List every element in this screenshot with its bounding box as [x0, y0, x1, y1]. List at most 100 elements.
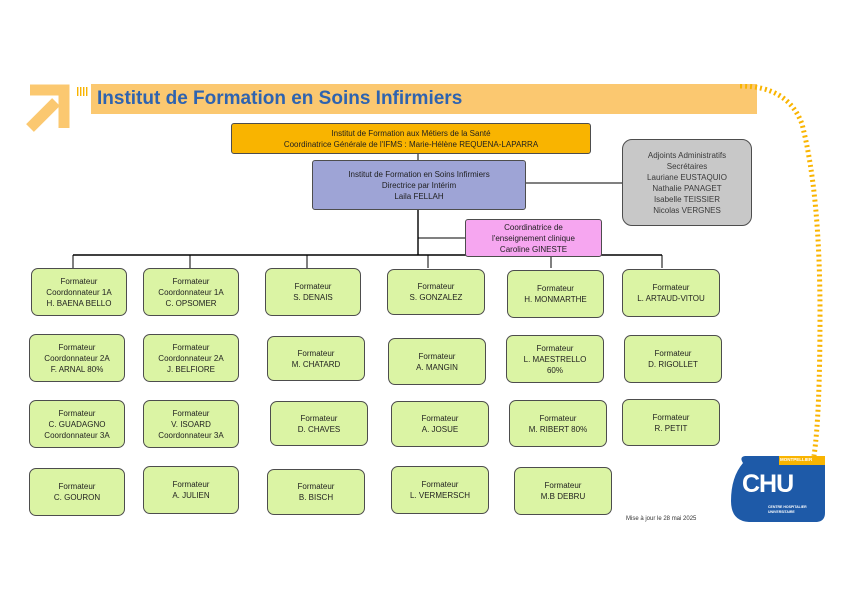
formateur-role: Formateur — [417, 282, 455, 291]
formateur-detail: Coordonnateur 2A — [158, 353, 224, 363]
formateur-card-3-2: Formateur M. CHATARD — [267, 336, 365, 381]
update-date-note: Mise à jour le 28 mai 2025 — [626, 516, 697, 522]
formateur-role: Formateur — [172, 342, 210, 352]
coordination-line-1: Coordinatrice de — [504, 222, 563, 232]
title-ticks-decoration — [77, 87, 88, 96]
formateur-detail: Coordonnateur 1A — [46, 287, 112, 297]
direction-box: Institut de Formation en Soins Infirmier… — [312, 160, 526, 210]
admin-line-1: Adjoints Administratifs — [647, 150, 727, 160]
formateur-detail: S. DENAIS — [293, 293, 333, 302]
formateur-detail: M. RIBERT 80% — [528, 424, 588, 434]
admin-line-3: Lauriane EUSTAQUIO — [647, 172, 727, 182]
chu-logo-subtitle-line-1: CENTRE HOSPITALIER — [768, 505, 807, 509]
formateur-detail: L. ARTAUD-VITOU — [637, 294, 705, 303]
coordination-line-2: l'enseignement clinique — [492, 233, 575, 243]
formateur-detail: F. ARNAL 80% — [50, 364, 104, 374]
formateur-detail: H. MONMARTHE — [524, 295, 587, 304]
formateur-detail: Coordonnateur 3A — [158, 430, 224, 440]
chu-logo-subtitle: CENTRE HOSPITALIER UNIVERSITAIRE — [768, 505, 807, 514]
formateur-card-3-1: Formateur S. DENAIS — [265, 268, 361, 316]
formateur-detail: Coordonnateur 3A — [44, 430, 110, 440]
formateur-role: Formateur — [652, 283, 690, 292]
formateur-role: Formateur — [172, 480, 210, 489]
formateur-card-1-2: Formateur Coordonnateur 2A F. ARNAL 80% — [29, 334, 125, 382]
page-title: Institut de Formation en Soins Infirmier… — [97, 88, 463, 109]
formateur-detail: A. MANGIN — [416, 362, 458, 372]
formateur-detail: 60% — [546, 365, 563, 375]
title-bar — [91, 84, 757, 114]
admin-line-4: Nathalie PANAGET — [652, 183, 722, 193]
admin-secretariat-box: Adjoints Administratifs Secrétaires Laur… — [622, 139, 752, 226]
formateur-role: Formateur — [537, 284, 574, 293]
direction-line-1: Institut de Formation en Soins Infirmier… — [348, 169, 490, 179]
formateur-detail: J. BELFIORE — [166, 364, 215, 374]
corner-arrow-icon — [26, 84, 70, 132]
admin-line-2: Secrétaires — [666, 161, 708, 171]
formateur-role: Formateur — [58, 482, 96, 491]
ifms-line-1: Institut de Formation aux Métiers de la … — [331, 128, 491, 138]
formateur-card-2-3: Formateur V. ISOARD Coordonnateur 3A — [143, 400, 239, 448]
formateur-card-1-3: Formateur C. GUADAGNO Coordonnateur 3A — [29, 400, 125, 448]
formateur-role: Formateur — [58, 408, 96, 418]
formateur-role: Formateur — [294, 282, 332, 291]
formateur-card-4-1: Formateur S. GONZALEZ — [387, 269, 485, 315]
formateur-card-4-2: Formateur A. MANGIN — [388, 338, 486, 385]
formateur-role: Formateur — [421, 414, 459, 423]
formateur-card-5-3: Formateur M. RIBERT 80% — [509, 400, 607, 447]
direction-line-2: Directrice par Intérim — [381, 180, 457, 190]
formateur-detail: D. RIGOLLET — [648, 360, 698, 369]
ifms-line-2: Coordinatrice Générale de l'IFMS : Marie… — [283, 139, 539, 149]
formateur-role: Formateur — [652, 412, 690, 422]
formateur-card-1-1: Formateur Coordonnateur 1A H. BAENA BELL… — [31, 268, 127, 316]
formateur-detail: A. JOSUE — [421, 425, 459, 434]
chu-logo-subtitle-line-2: UNIVERSITAIRE — [768, 509, 795, 514]
formateur-role: Formateur — [172, 276, 210, 286]
formateur-role: Formateur — [60, 276, 98, 286]
ifms-coordination-box: Institut de Formation aux Métiers de la … — [231, 123, 591, 154]
formateur-role: Formateur — [421, 480, 459, 489]
formateur-card-4-3: Formateur A. JOSUE — [391, 401, 489, 447]
formateur-detail: M.B DEBRU — [540, 492, 586, 501]
formateur-detail: B. BISCH — [298, 493, 334, 502]
formateur-role: Formateur — [297, 482, 335, 491]
formateur-card-5-1: Formateur H. MONMARTHE — [507, 270, 604, 318]
formateur-detail: C. OPSOMER — [165, 298, 217, 308]
formateur-role: Formateur — [539, 413, 577, 423]
formateur-card-6-3: Formateur R. PETIT — [622, 399, 720, 446]
formateur-card-6-1: Formateur L. ARTAUD-VITOU — [622, 269, 720, 317]
formateur-card-4-4: Formateur L. VERMERSCH — [391, 466, 489, 514]
formateur-card-1-4: Formateur C. GOURON — [29, 468, 125, 516]
formateur-card-3-3: Formateur D. CHAVES — [270, 401, 368, 446]
dotted-arc-decoration — [740, 84, 823, 457]
chu-logo-icon — [731, 456, 825, 522]
formateur-card-3-4: Formateur B. BISCH — [267, 469, 365, 515]
clinical-coordination-box: Coordinatrice de l'enseignement clinique… — [465, 219, 602, 257]
formateur-role: Formateur — [536, 343, 574, 353]
formateur-role: Formateur — [418, 351, 456, 361]
admin-line-5: Isabelle TEISSIER — [653, 194, 721, 204]
formateur-detail: Coordonnateur 2A — [44, 353, 110, 363]
formateur-detail: Coordonnateur 1A — [158, 287, 224, 297]
formateur-detail: S. GONZALEZ — [409, 293, 463, 302]
formateur-detail: A. JULIEN — [172, 491, 210, 500]
chu-logo-name: CHU — [742, 470, 794, 498]
chu-logo-badge: MONTPELLIER — [780, 457, 813, 462]
formateur-card-6-2: Formateur D. RIGOLLET — [624, 335, 722, 383]
formateur-card-5-4: Formateur M.B DEBRU — [514, 467, 612, 515]
formateur-role: Formateur — [58, 342, 96, 352]
direction-line-3: Laila FELLAH — [394, 191, 444, 201]
formateur-role: Formateur — [544, 481, 582, 490]
coordination-line-3: Caroline GINESTE — [499, 244, 568, 254]
formateur-role: Formateur — [297, 348, 335, 358]
formateur-detail: L. VERMERSCH — [409, 491, 470, 500]
formateur-role: Formateur — [654, 349, 692, 358]
formateur-detail: V. ISOARD — [171, 419, 211, 429]
formateur-detail: C. GOURON — [53, 493, 101, 502]
formateur-detail: L. MAESTRELLO — [523, 354, 587, 364]
formateur-card-2-2: Formateur Coordonnateur 2A J. BELFIORE — [143, 334, 239, 382]
formateur-detail: C. GUADAGNO — [48, 419, 106, 429]
formateur-card-2-1: Formateur Coordonnateur 1A C. OPSOMER — [143, 268, 239, 316]
formateur-detail: R. PETIT — [654, 423, 688, 433]
admin-line-6: Nicolas VERGNES — [653, 205, 721, 215]
formateur-detail: D. CHAVES — [297, 424, 341, 434]
